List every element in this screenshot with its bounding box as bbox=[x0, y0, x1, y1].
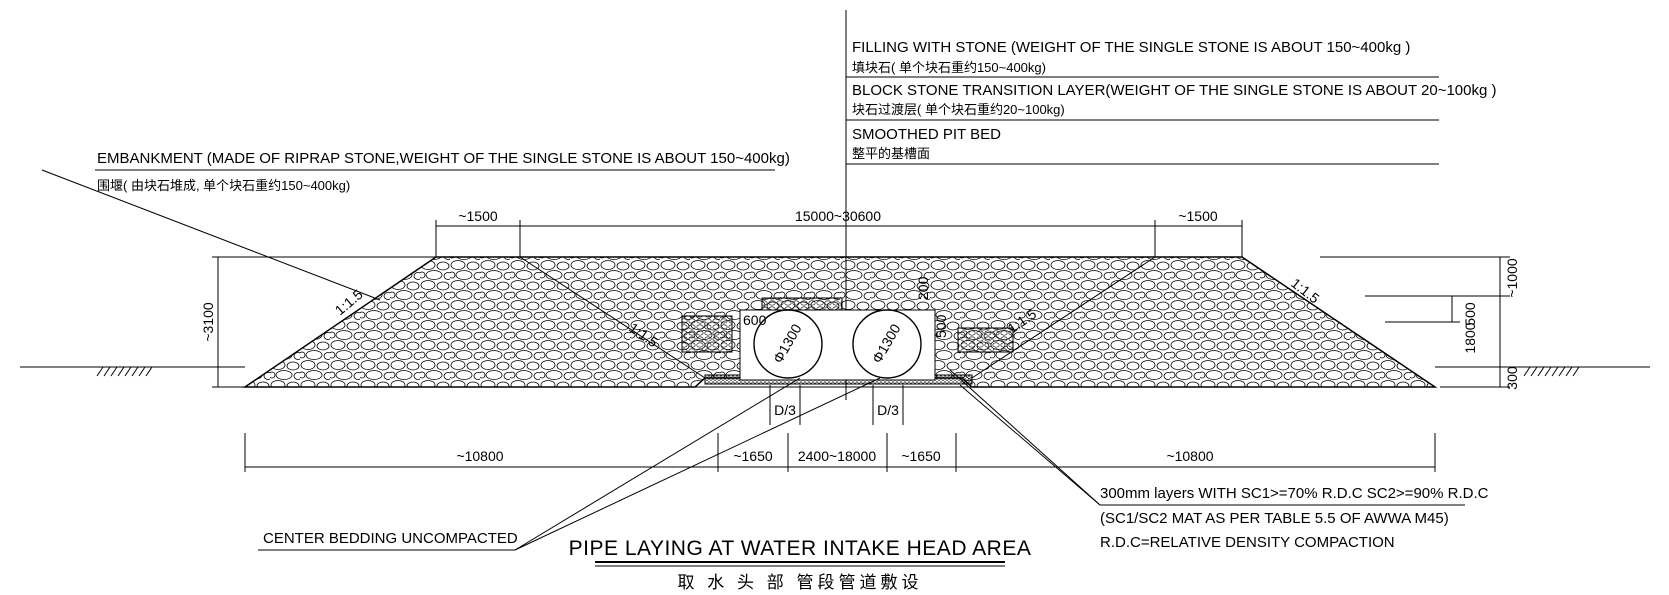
d-over-3-left: D/3 bbox=[774, 402, 796, 418]
left-height-dimension bbox=[212, 256, 436, 388]
drawing-title-cn: 取 水 头 部 管段管道敷设 bbox=[678, 573, 923, 592]
pipe-gap-dim: 600 bbox=[743, 312, 767, 328]
pipe-left bbox=[753, 309, 823, 379]
transition-layer-block-left bbox=[681, 315, 733, 353]
drawing-title-en: PIPE LAYING AT WATER INTAKE HEAD AREA bbox=[569, 537, 1032, 560]
note-pitbed-en: SMOOTHED PIT BED bbox=[852, 126, 1001, 143]
note-leader-lines bbox=[41, 76, 1465, 551]
right-dim-1000: ~1000 bbox=[1504, 258, 1520, 298]
right-dim-300: 300 bbox=[1504, 366, 1520, 390]
transition-layer-block-right bbox=[957, 327, 1014, 353]
right-dim-500: 500 bbox=[1462, 302, 1478, 326]
bottom-dim-left: ~10800 bbox=[456, 448, 503, 464]
note-filling-cn: 填块石( 单个块石重约150~400kg) bbox=[852, 60, 1046, 75]
bottom-dim-mid: 2400~18000 bbox=[798, 448, 876, 464]
note-layers-2: (SC1/SC2 MAT AS PER TABLE 5.5 OF AWWA M4… bbox=[1100, 510, 1449, 527]
bottom-dim-right: ~10800 bbox=[1166, 448, 1213, 464]
top-dim-right: ~1500 bbox=[1178, 208, 1218, 224]
ground-hatch-left bbox=[96, 366, 153, 377]
bottom-dimension-line bbox=[244, 433, 1436, 472]
note-embankment-cn: 围堰( 由块石堆成, 单个块石重约150~400kg) bbox=[97, 178, 350, 193]
note-transition-cn: 块石过渡层( 单个块石重约20~100kg) bbox=[852, 102, 1065, 117]
right-dimension-lines bbox=[1320, 256, 1510, 388]
note-filling-en: FILLING WITH STONE (WEIGHT OF THE SINGLE… bbox=[852, 39, 1410, 56]
bottom-dim-1650-left: ~1650 bbox=[733, 448, 773, 464]
top-dimension-line bbox=[435, 220, 1243, 257]
bottom-dim-1650-right: ~1650 bbox=[901, 448, 941, 464]
d-over-3-right: D/3 bbox=[877, 402, 899, 418]
note-layers-3: R.D.C=RELATIVE DENSITY COMPACTION bbox=[1100, 534, 1395, 551]
transition-layer-top bbox=[761, 297, 843, 311]
pipe-cover-dim: 200 bbox=[915, 276, 931, 300]
note-layers-1: 300mm layers WITH SC1>=70% R.D.C SC2>=90… bbox=[1100, 485, 1489, 502]
d-over-3-marks bbox=[769, 385, 904, 425]
trench-slope-left bbox=[519, 256, 706, 379]
left-height-dim: ~3100 bbox=[200, 302, 216, 342]
note-embankment-en: EMBANKMENT (MADE OF RIPRAP STONE,WEIGHT … bbox=[97, 150, 790, 167]
pipe-right bbox=[852, 309, 922, 379]
trench-slope-right bbox=[971, 256, 1156, 379]
ground-hatch-right bbox=[1523, 366, 1580, 377]
note-center-bedding: CENTER BEDDING UNCOMPACTED bbox=[263, 530, 518, 547]
note-pitbed-cn: 整平的基槽面 bbox=[852, 146, 930, 161]
top-dim-mid: 15000~30600 bbox=[795, 208, 881, 224]
pipe-side-dim: 500 bbox=[933, 314, 949, 338]
top-dim-left: ~1500 bbox=[458, 208, 498, 224]
right-dim-1800: 1800 bbox=[1462, 322, 1478, 353]
note-transition-en: BLOCK STONE TRANSITION LAYER(WEIGHT OF T… bbox=[852, 82, 1497, 99]
